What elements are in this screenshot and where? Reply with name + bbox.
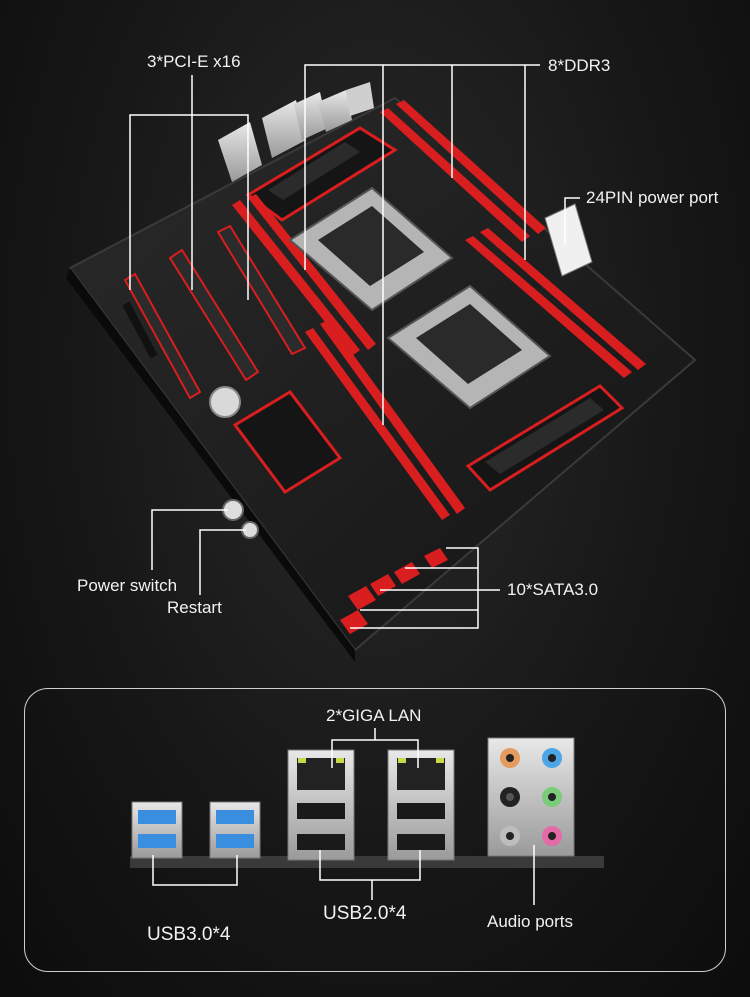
- power-port-callout-label: 24PIN power port: [586, 188, 719, 207]
- rear-io-panel: [24, 688, 726, 972]
- lan-usb2-stack-2: [387, 749, 455, 861]
- lan-usb2-stack-1: [287, 749, 355, 861]
- vrm-heatsink-top: [245, 126, 398, 222]
- pcie-callout-label: 3*PCI-E x16: [147, 52, 241, 71]
- chipset-heatsink: [232, 390, 343, 494]
- vrm-heatsink-right: [465, 384, 625, 492]
- rear-io-connectors: [218, 82, 374, 182]
- power-switch-callout-label: Power switch: [77, 576, 178, 595]
- ddr-callout-label: 8*DDR3: [548, 56, 611, 75]
- audio-callout-label: Audio ports: [487, 912, 573, 931]
- usb2-callout-label: USB2.0*4: [323, 903, 407, 924]
- usb3-port-stack-1: [131, 801, 183, 859]
- io-callout-lines: [152, 728, 535, 905]
- ddr3-slots: [232, 100, 646, 520]
- cpu-socket-1: [288, 186, 454, 312]
- usb3-port-stack-2: [209, 801, 261, 859]
- usb3-callout-label: USB3.0*4: [147, 924, 231, 945]
- cpu-socket-2: [386, 284, 552, 410]
- lan-callout-label: 2*GIGA LAN: [326, 706, 422, 725]
- io-shield-bar: [130, 856, 604, 868]
- cmos-battery: [209, 386, 241, 418]
- sata-callout-label: 10*SATA3.0: [507, 580, 599, 599]
- audio-jack-panel: [487, 737, 575, 857]
- callout-lines: [129, 64, 580, 629]
- restart-callout-label: Restart: [167, 598, 222, 617]
